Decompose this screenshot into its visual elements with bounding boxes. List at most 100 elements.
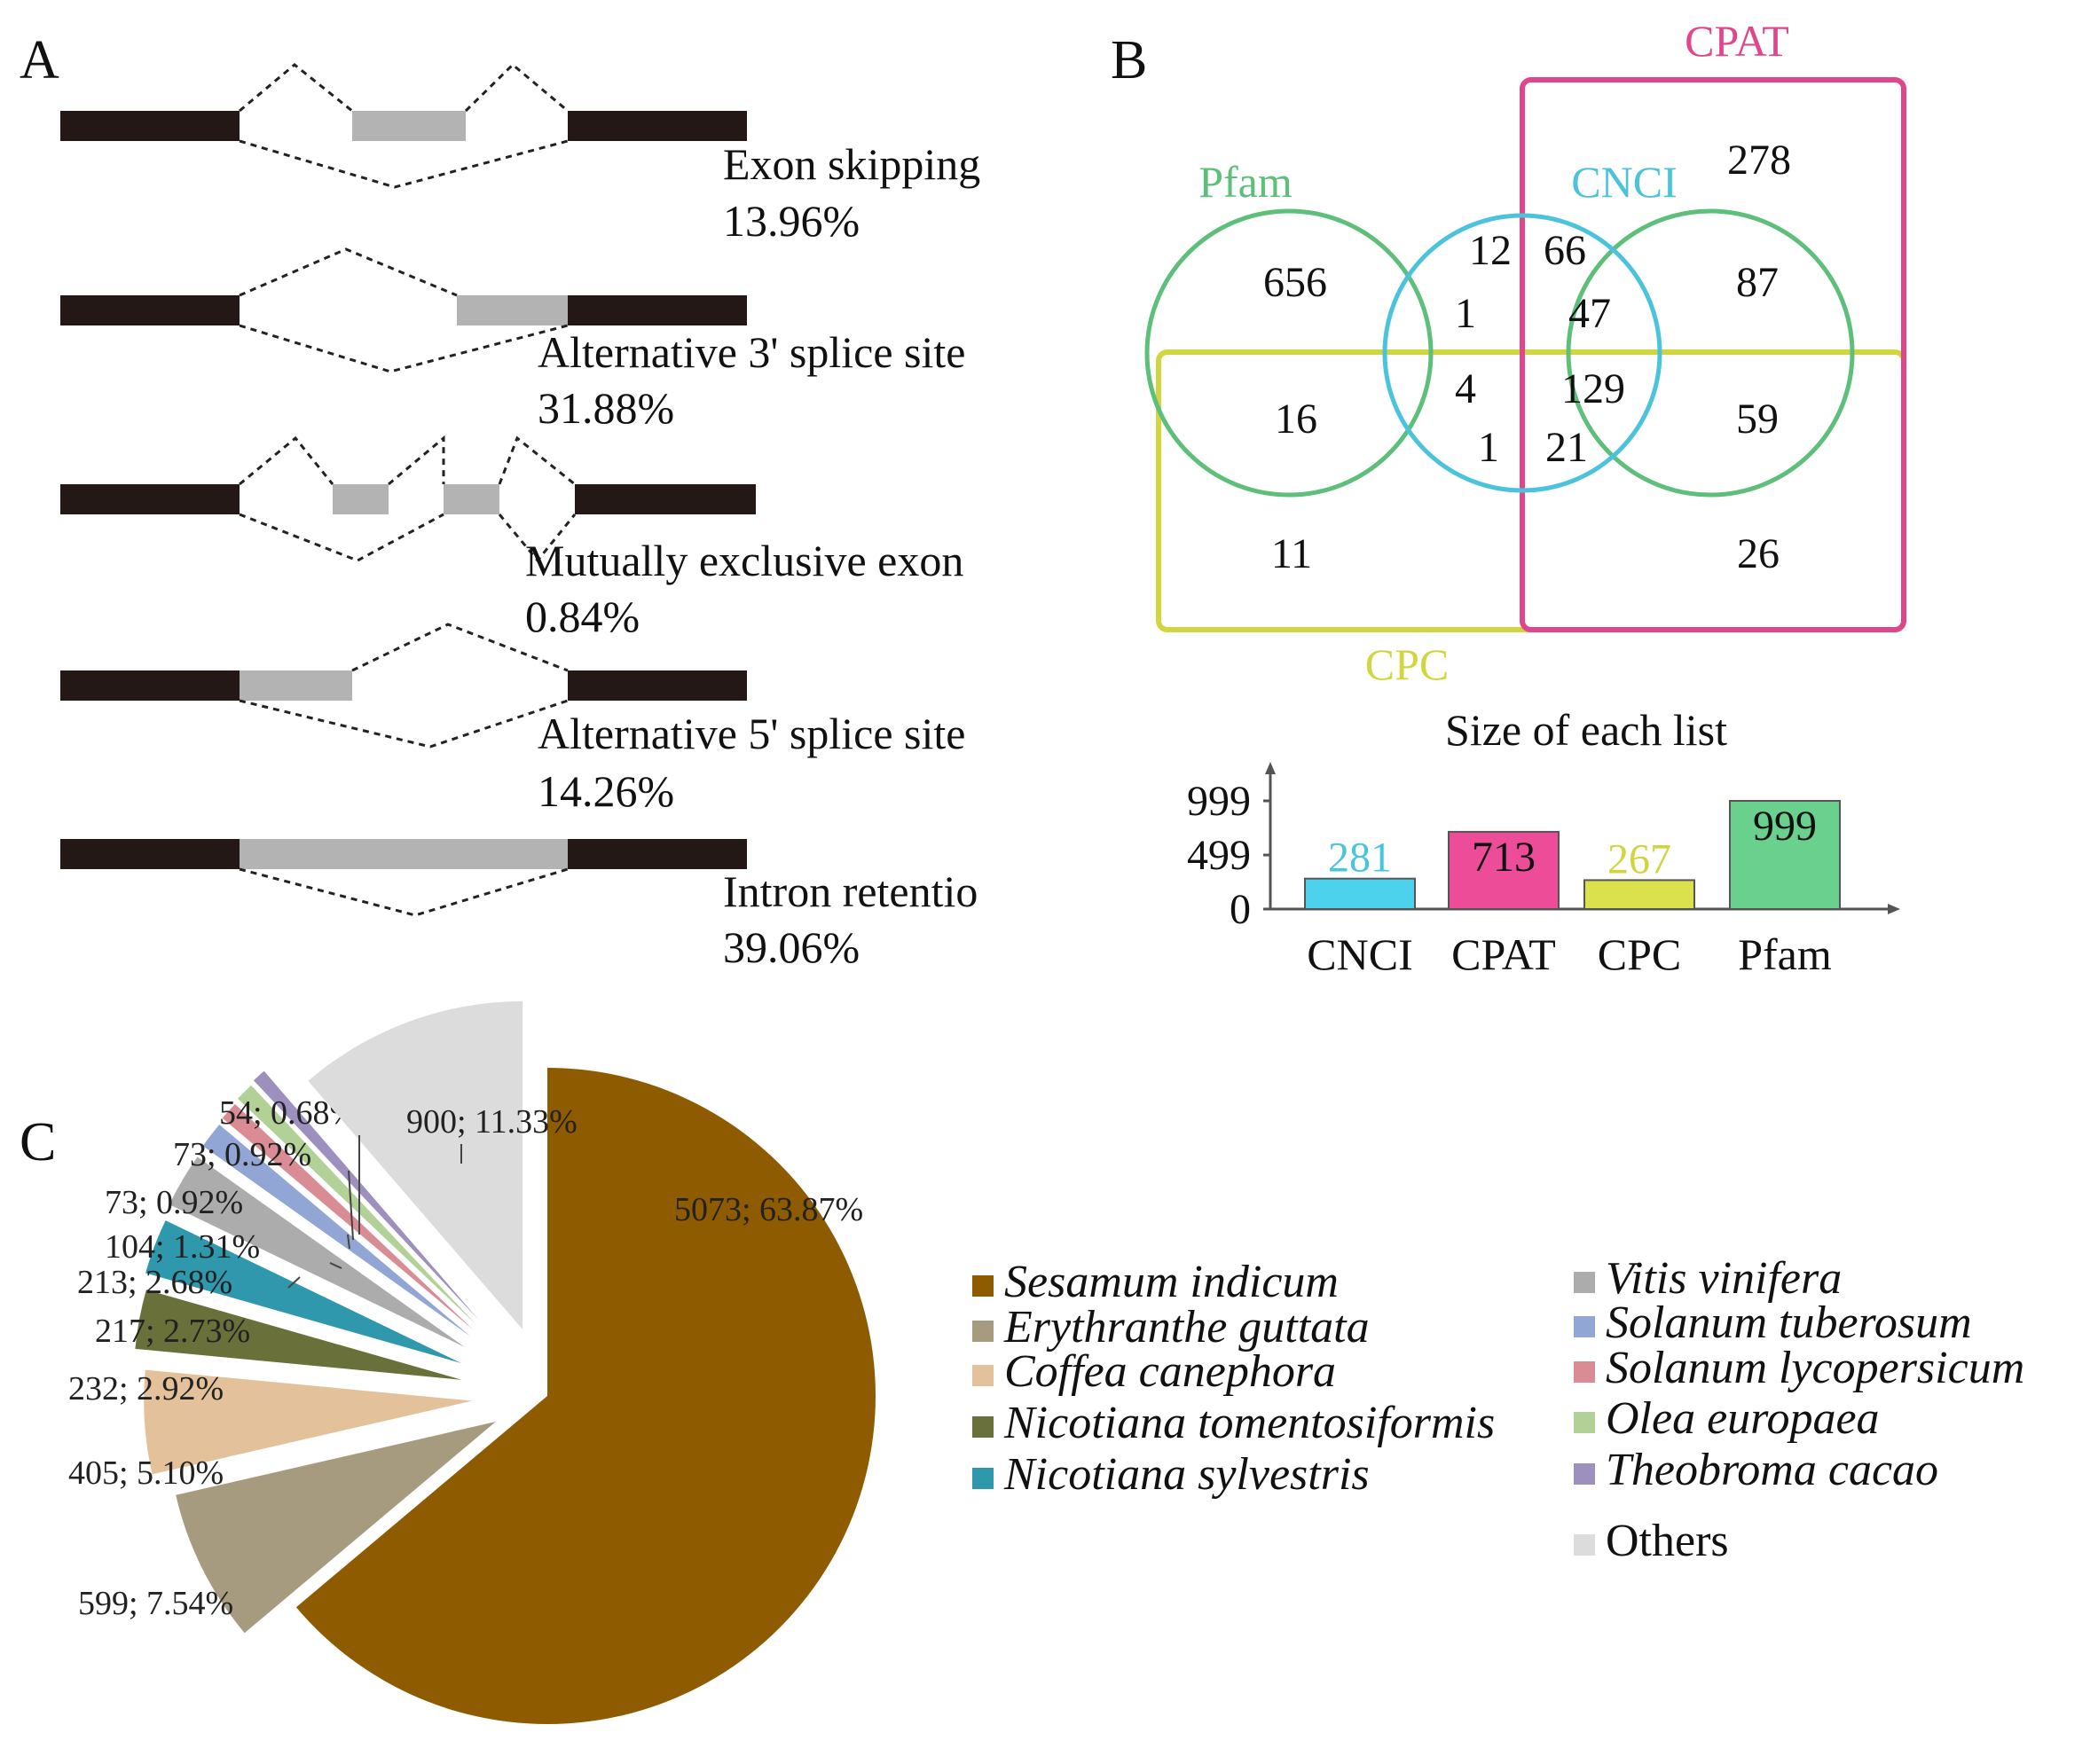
event-percent: 13.96%	[723, 196, 860, 246]
pie-slice	[253, 1070, 479, 1320]
y-axis-arrow	[1265, 762, 1276, 774]
constitutive-exon	[575, 484, 756, 514]
legend-swatch	[972, 1365, 994, 1386]
pie-slice-label: 405; 5.10%	[68, 1454, 224, 1492]
legend-item: Sesamum indicum	[972, 1257, 1339, 1307]
legend-item: Nicotiana tomentosiformis	[972, 1398, 1495, 1448]
splice-junction	[239, 513, 444, 562]
constitutive-exon	[60, 839, 240, 869]
legend-item: Solanum lycopersicum	[1574, 1343, 2024, 1393]
venn-count: 4	[1455, 365, 1476, 412]
venn-count: 11	[1271, 530, 1312, 577]
legend-label: Vitis vinifera	[1606, 1253, 1842, 1304]
legend-item: Others	[1574, 1516, 1729, 1566]
venn-count: 656	[1263, 259, 1327, 306]
bar-value-label: 267	[1607, 835, 1671, 882]
legend-label: Sesamum indicum	[1004, 1257, 1339, 1307]
constitutive-exon	[568, 670, 747, 701]
pie-slice	[169, 1156, 466, 1348]
pie-slice	[295, 1068, 876, 1725]
x-axis-arrow	[1888, 904, 1900, 914]
venn-count: 26	[1737, 530, 1780, 577]
pie-slice-label: 104; 1.31%	[105, 1228, 260, 1266]
event-name: Intron retentio	[723, 866, 978, 916]
bar-category-label: CNCI	[1307, 929, 1412, 979]
pfam-circle-right	[1566, 208, 1855, 498]
splice-junction	[239, 435, 334, 486]
splice-junction	[239, 867, 569, 917]
panel-c: C 5073; 63.87% 599; 7.54% 405; 5.10% 232; 2…	[20, 1001, 2024, 1725]
constitutive-exon	[60, 295, 240, 325]
venn-count: 59	[1736, 396, 1779, 443]
legend-swatch	[1574, 1361, 1595, 1383]
cpat-set-label: CPAT	[1685, 16, 1789, 66]
legend-label: Olea europaea	[1606, 1393, 1880, 1444]
pie-slice	[237, 1085, 476, 1325]
pie-slice	[176, 1422, 496, 1634]
bar-value-label: 713	[1472, 834, 1536, 881]
constitutive-exon	[60, 670, 240, 701]
pie-leader-line	[347, 1234, 350, 1250]
bar-category-label: Pfam	[1738, 929, 1832, 979]
bar-value-label: 281	[1328, 835, 1392, 882]
pie-slice-label: 599; 7.54%	[78, 1585, 233, 1622]
bar-value-label: 999	[1753, 803, 1817, 850]
bar-chart-title: Size of each list	[1445, 705, 1727, 755]
legend-swatch	[1574, 1463, 1595, 1485]
venn-count: 16	[1275, 396, 1317, 443]
y-tick-label: 0	[1230, 886, 1251, 933]
legend-swatch	[1574, 1316, 1595, 1337]
legend-label: Solanum lycopersicum	[1606, 1343, 2024, 1393]
pie-leader-line	[329, 1262, 342, 1269]
bar	[1583, 879, 1695, 910]
splice-junction	[239, 699, 569, 749]
y-tick-label: 999	[1187, 778, 1251, 825]
venn-count: 47	[1568, 290, 1611, 337]
alternative-exon	[444, 484, 499, 514]
pie-chart: 5073; 63.87% 599; 7.54% 405; 5.10% 232; 2.9…	[68, 1001, 876, 1725]
alternative-exon	[333, 484, 389, 514]
panel-c-letter: C	[20, 1112, 56, 1172]
splice-junction	[498, 514, 577, 563]
constitutive-exon	[568, 839, 747, 869]
splice-junction	[464, 62, 569, 113]
legend-swatch	[1574, 1534, 1595, 1556]
pie-slice	[202, 1125, 471, 1337]
splice-junction	[351, 623, 569, 672]
alternative-exon	[352, 111, 466, 141]
panel-b-letter: B	[1111, 30, 1147, 90]
legend-label: Coffea canephora	[1004, 1346, 1336, 1397]
splice-junction	[239, 247, 458, 297]
legend-item: Erythranthe guttata	[972, 1302, 1370, 1352]
legend-item: Olea europaea	[1574, 1393, 1880, 1444]
event-name: Alternative 3' splice site	[538, 327, 965, 377]
splice-junction	[239, 139, 569, 189]
venn-count: 1	[1455, 290, 1476, 337]
venn-count: 66	[1544, 227, 1586, 274]
pie-slice-label: 73; 0.92%	[105, 1184, 243, 1221]
cpat-rectangle	[1520, 77, 1906, 632]
splice-junction	[498, 435, 576, 486]
legend-label: Erythranthe guttata	[1003, 1302, 1370, 1352]
pie-slice-label: 5073; 63.87%	[674, 1191, 863, 1228]
legend-item: Theobroma cacao	[1574, 1445, 1938, 1495]
bar	[1448, 830, 1560, 911]
legend-swatch	[1574, 1412, 1595, 1433]
bar	[1729, 800, 1841, 910]
cnci-circle	[1382, 213, 1662, 493]
venn-count: 12	[1469, 227, 1512, 274]
bar-category-label: CPC	[1598, 929, 1682, 979]
event-name: Mutually exclusive exon	[525, 536, 963, 585]
constitutive-exon	[60, 484, 240, 514]
pie-leader-line	[287, 1276, 301, 1289]
constitutive-exon	[568, 295, 747, 325]
pie-slice-label: 232; 2.92%	[68, 1370, 224, 1407]
